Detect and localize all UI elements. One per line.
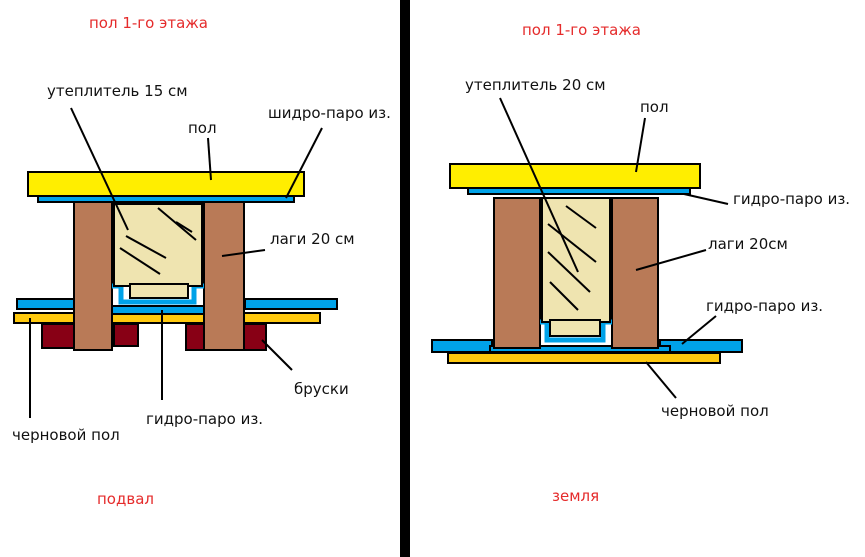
right-bottom-label: земля xyxy=(552,487,600,505)
left-bars-label: бруски xyxy=(294,380,349,398)
left-insulation-lower xyxy=(129,283,189,299)
left-title: пол 1-го этажа xyxy=(89,14,208,32)
right-lag-1 xyxy=(493,197,541,349)
left-bar-4 xyxy=(241,323,267,351)
left-bar-1 xyxy=(41,323,77,349)
divider-line xyxy=(400,0,410,557)
left-lag-2 xyxy=(203,201,245,351)
left-vapor-bottom-left xyxy=(16,298,76,310)
left-bar-2 xyxy=(113,323,139,347)
left-lagi-label: лаги 20 см xyxy=(270,230,355,248)
left-insulation-label: утеплитель 15 см xyxy=(47,82,188,100)
left-bottom-label: подвал xyxy=(97,490,154,508)
left-assembly xyxy=(13,107,338,418)
left-vapor-bottom-right xyxy=(244,298,338,310)
left-floor-label: пол xyxy=(188,119,217,137)
left-subfloor-label: черновой пол xyxy=(12,426,120,444)
right-subfloor-label: черновой пол xyxy=(661,402,769,420)
left-vapor-top-label: шидро-паро из. xyxy=(268,104,391,122)
left-vapor-bottom-mid xyxy=(109,305,211,315)
right-vapor-bottom-left xyxy=(431,339,493,353)
left-lag-1 xyxy=(73,201,113,351)
right-insulation-label: утеплитель 20 см xyxy=(465,76,606,94)
right-vapor-bottom-mid xyxy=(489,345,671,353)
right-lagi-label: лаги 20см xyxy=(708,235,788,253)
left-vapor-bottom-label: гидро-паро из. xyxy=(146,410,264,428)
left-floor xyxy=(27,171,305,197)
right-assembly xyxy=(431,97,743,399)
left-subfloor-right xyxy=(239,312,321,324)
right-lag-2 xyxy=(611,197,659,349)
right-floor xyxy=(449,163,701,189)
right-insulation-lower xyxy=(549,319,601,337)
right-vapor-top-label: гидро-паро из. xyxy=(733,190,851,208)
right-subfloor xyxy=(447,352,721,364)
right-vapor-bottom-right xyxy=(659,339,743,353)
right-floor-label: пол xyxy=(640,98,669,116)
right-vapor-bottom-label: гидро-паро из. xyxy=(706,297,824,315)
right-title: пол 1-го этажа xyxy=(522,21,641,39)
